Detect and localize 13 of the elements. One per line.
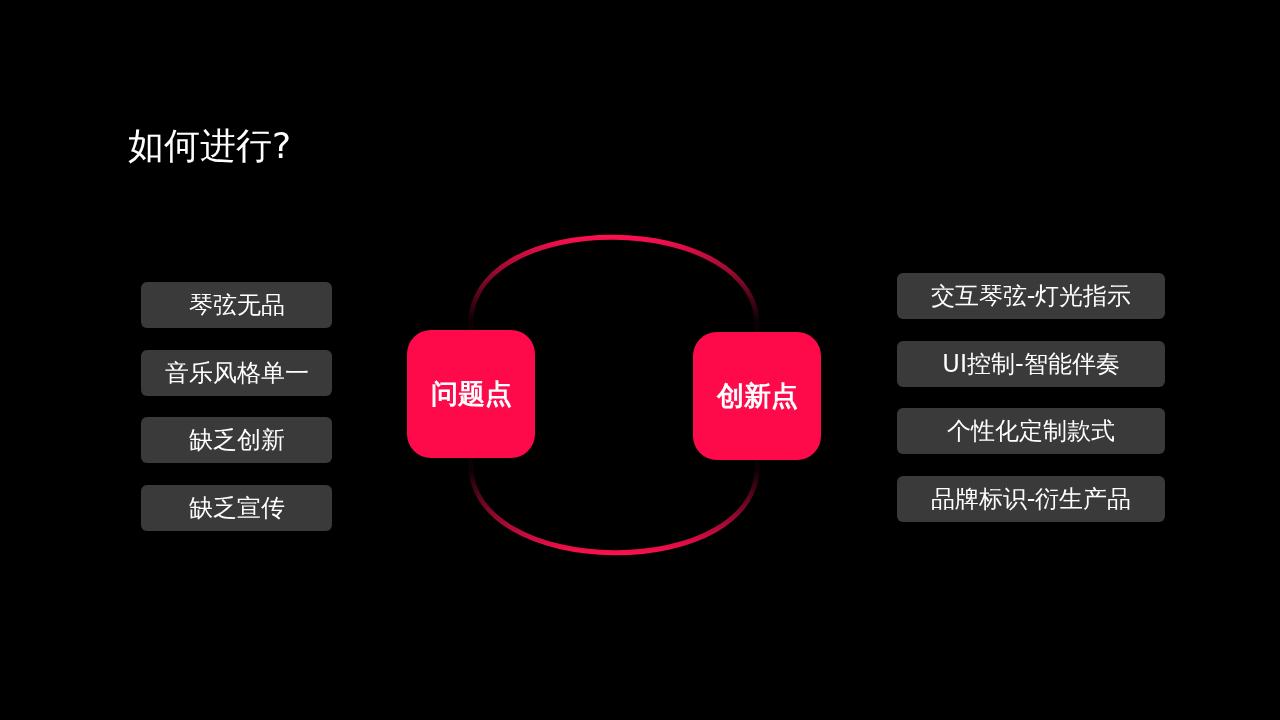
item-label-box: UI控制-智能伴奏 — [897, 341, 1165, 387]
item-label-box: 交互琴弦-灯光指示 — [897, 273, 1165, 319]
item-label-box: 缺乏创新 — [141, 417, 332, 463]
topic-tile: 问题点 — [407, 330, 535, 458]
item-label-box: 个性化定制款式 — [897, 408, 1165, 454]
connector-arc — [468, 457, 760, 556]
item-label-box: 品牌标识-衍生产品 — [897, 476, 1165, 522]
item-label-box: 音乐风格单一 — [141, 350, 332, 396]
topic-tile: 创新点 — [693, 332, 821, 460]
slide-title: 如何进行? — [128, 124, 292, 168]
item-label-box: 缺乏宣传 — [141, 485, 332, 531]
connector-arc — [468, 234, 760, 333]
item-label-box: 琴弦无品 — [141, 282, 332, 328]
